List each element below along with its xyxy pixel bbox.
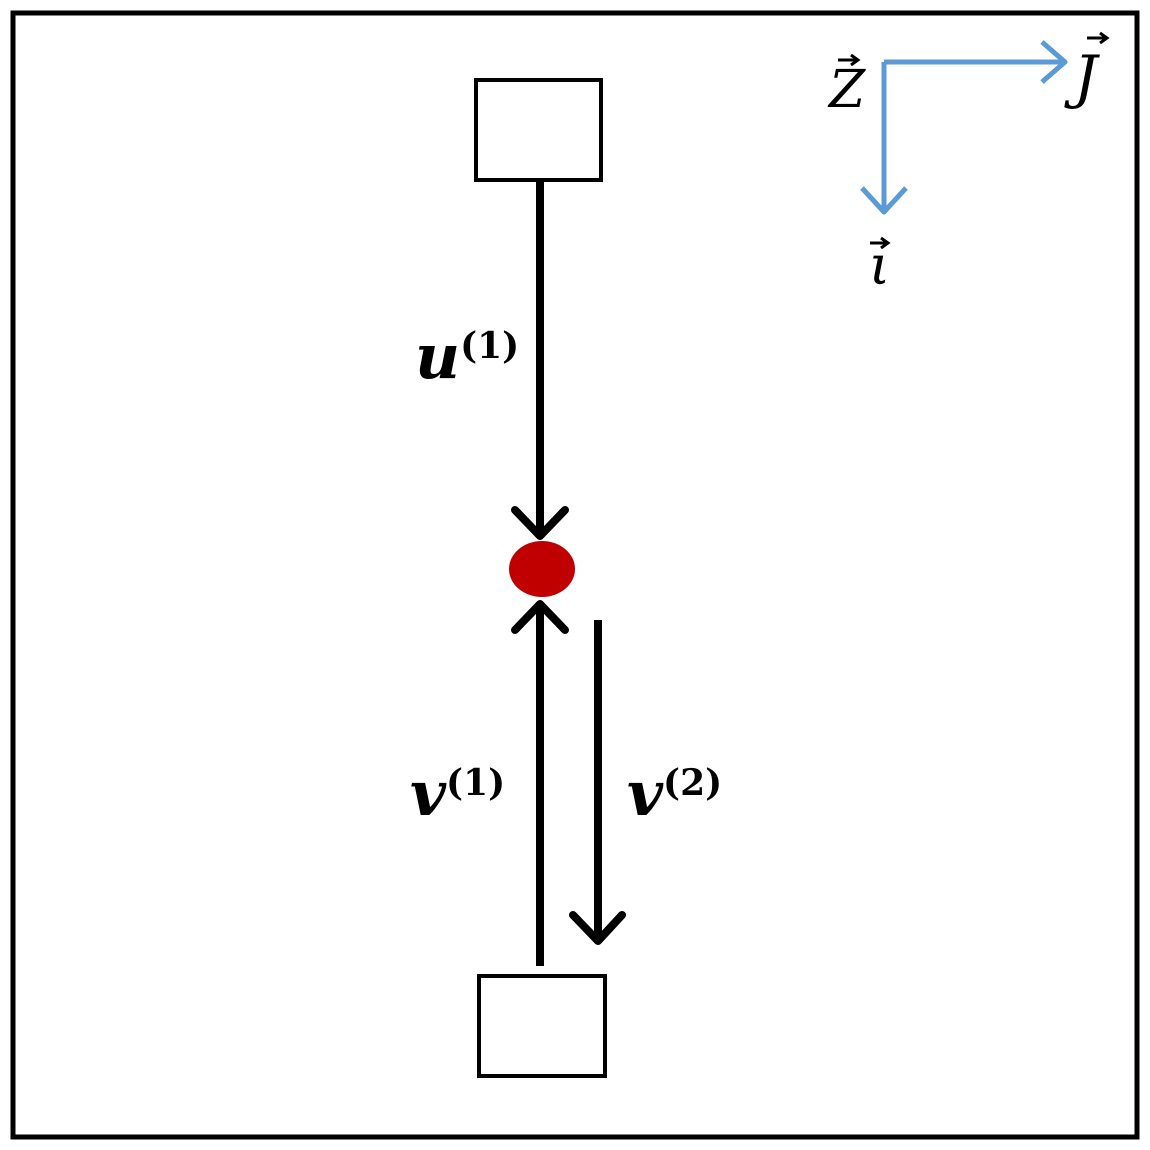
particle-dot bbox=[509, 541, 575, 597]
u1-arrow bbox=[511, 182, 569, 540]
svg-text:ι: ι bbox=[869, 234, 890, 297]
svg-text:Z: Z bbox=[827, 60, 866, 120]
label-u1: u(1) bbox=[415, 320, 519, 393]
bottom-box bbox=[477, 974, 607, 1078]
axis-label-z: Z bbox=[827, 53, 866, 120]
outer-frame bbox=[10, 10, 1140, 1140]
label-v2: v(2) bbox=[627, 757, 722, 830]
coordinate-axes bbox=[860, 40, 1068, 215]
svg-text:J: J bbox=[1064, 43, 1100, 111]
v2-arrow bbox=[569, 620, 626, 945]
axis-label-i: ι bbox=[869, 234, 891, 297]
label-v1: v(1) bbox=[410, 757, 505, 830]
v1-arrow bbox=[511, 600, 569, 966]
axis-label-j: J bbox=[1064, 31, 1110, 111]
top-box bbox=[474, 78, 603, 182]
